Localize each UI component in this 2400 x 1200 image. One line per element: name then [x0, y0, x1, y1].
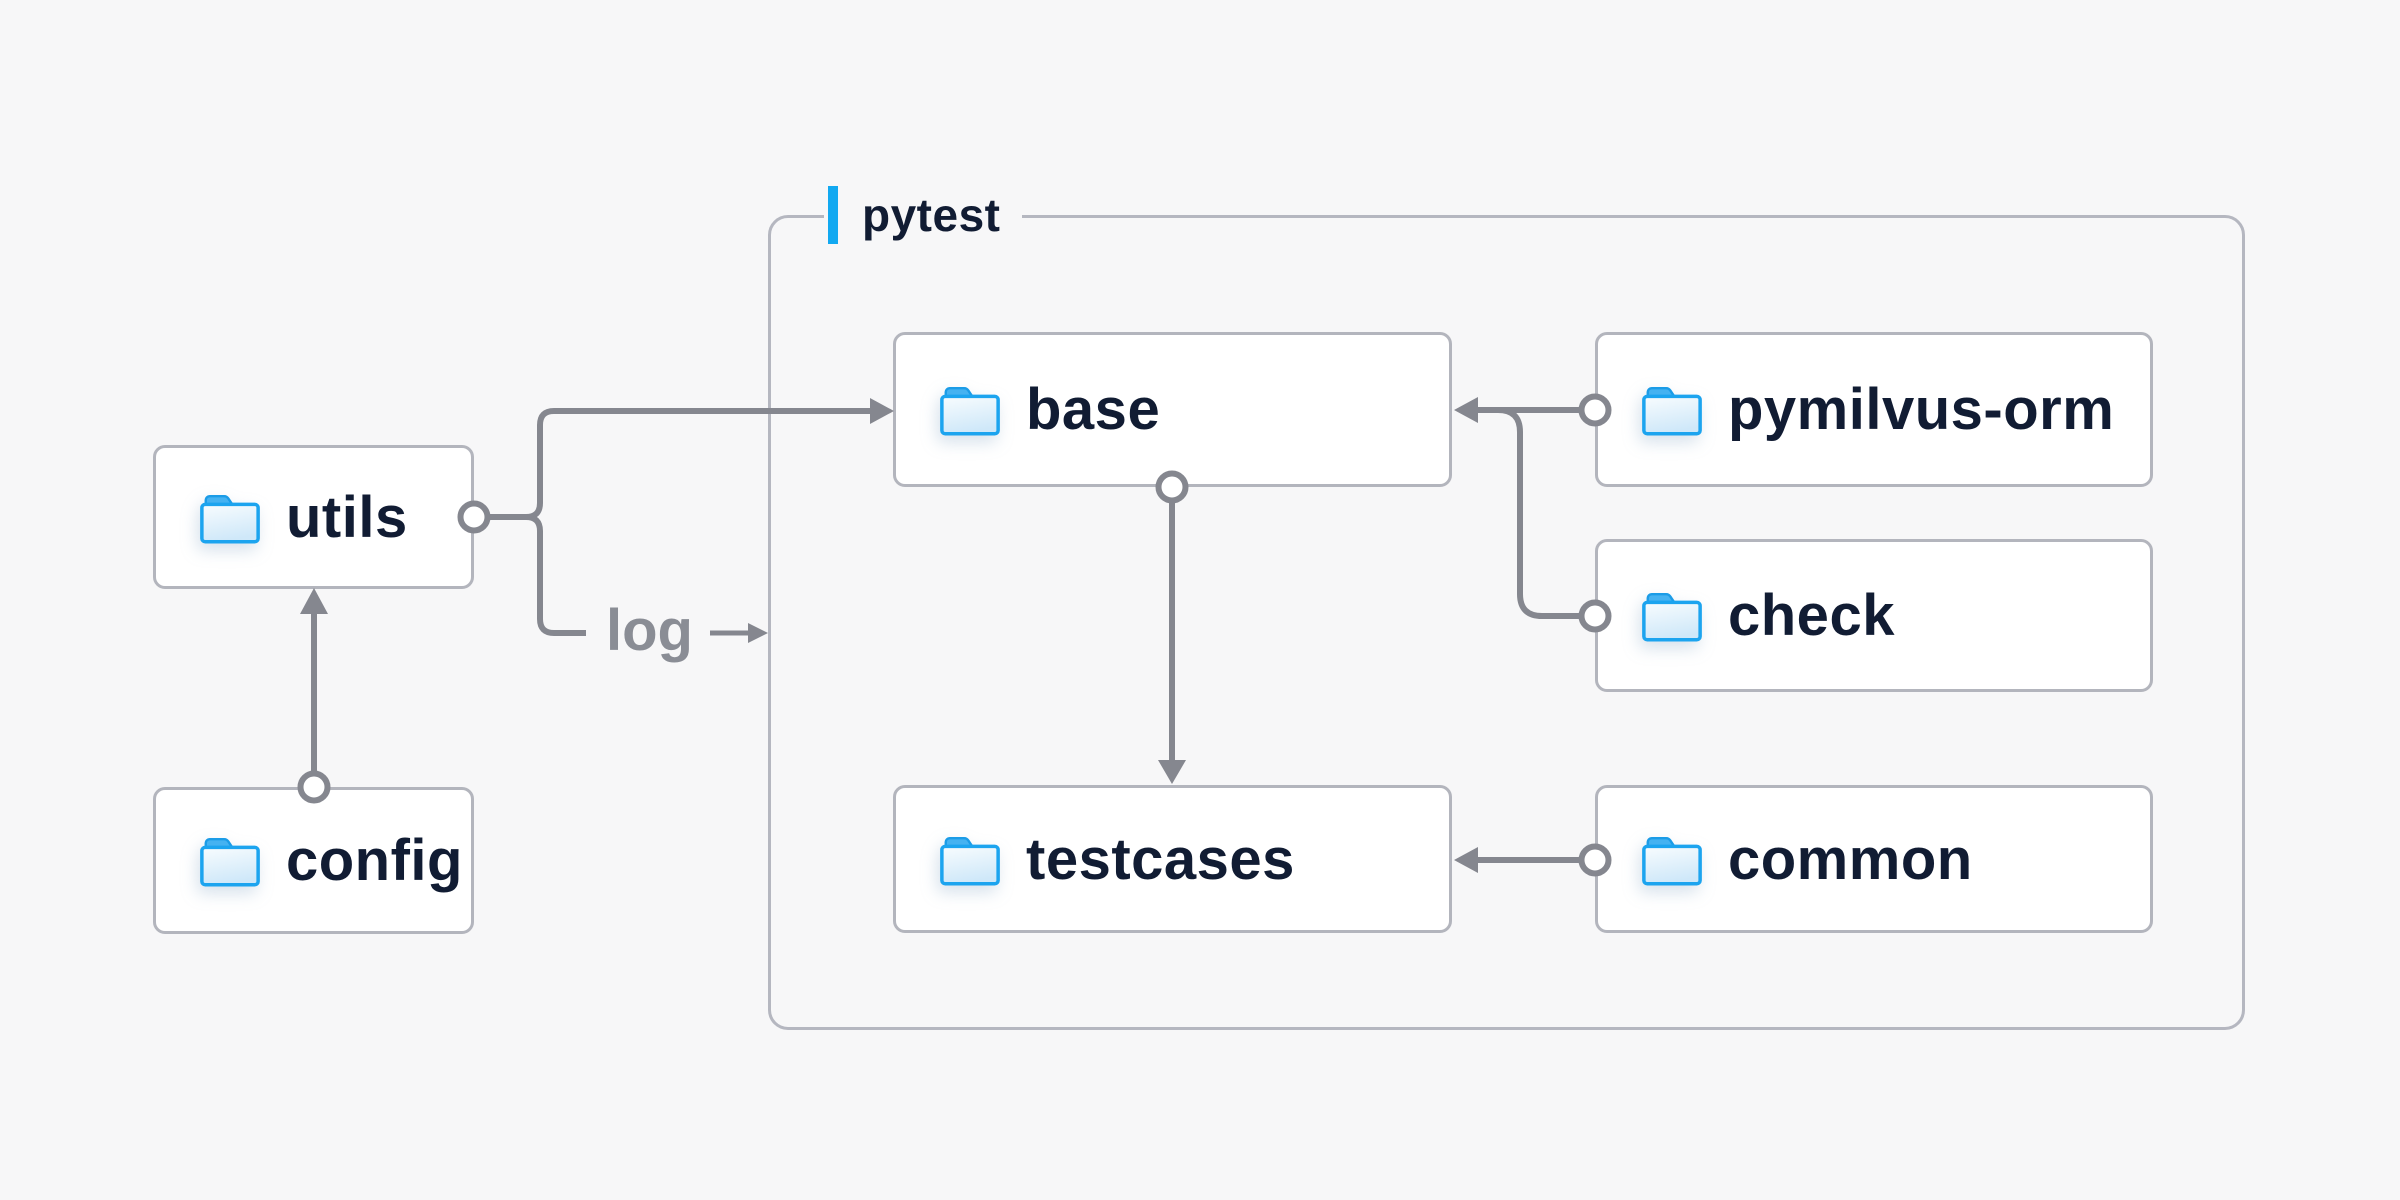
node-label: check [1728, 583, 1895, 648]
log-edge-label: log [606, 598, 693, 663]
folder-icon [1642, 836, 1702, 885]
folder-icon [940, 386, 1000, 436]
node-label: config [286, 828, 463, 893]
node-label: pymilvus-orm [1728, 377, 2115, 442]
pytest-group-container [768, 215, 2245, 1030]
node-base: base [893, 332, 1452, 487]
folder-icon [1642, 386, 1702, 436]
node-label: utils [286, 484, 408, 550]
folder-icon [200, 837, 260, 887]
node-config: config [153, 787, 474, 934]
edge-config-to-utils-arrowhead [300, 588, 328, 614]
node-common: common [1595, 785, 2153, 933]
node-pymilvus-orm: pymilvus-orm [1595, 332, 2153, 487]
node-utils: utils [153, 445, 474, 589]
folder-icon [940, 836, 1000, 885]
pytest-group-label: pytest [824, 185, 1023, 245]
node-check: check [1595, 539, 2153, 692]
edge-utils-to-log-line [525, 514, 586, 636]
node-label: base [1026, 377, 1161, 442]
accent-bar [828, 186, 838, 244]
node-label: common [1728, 826, 1973, 892]
folder-icon [1642, 592, 1702, 642]
group-title: pytest [862, 189, 1001, 241]
edge-log-arrowhead [748, 623, 768, 643]
node-testcases: testcases [893, 785, 1452, 933]
node-label: testcases [1026, 826, 1295, 892]
folder-icon [200, 494, 260, 543]
